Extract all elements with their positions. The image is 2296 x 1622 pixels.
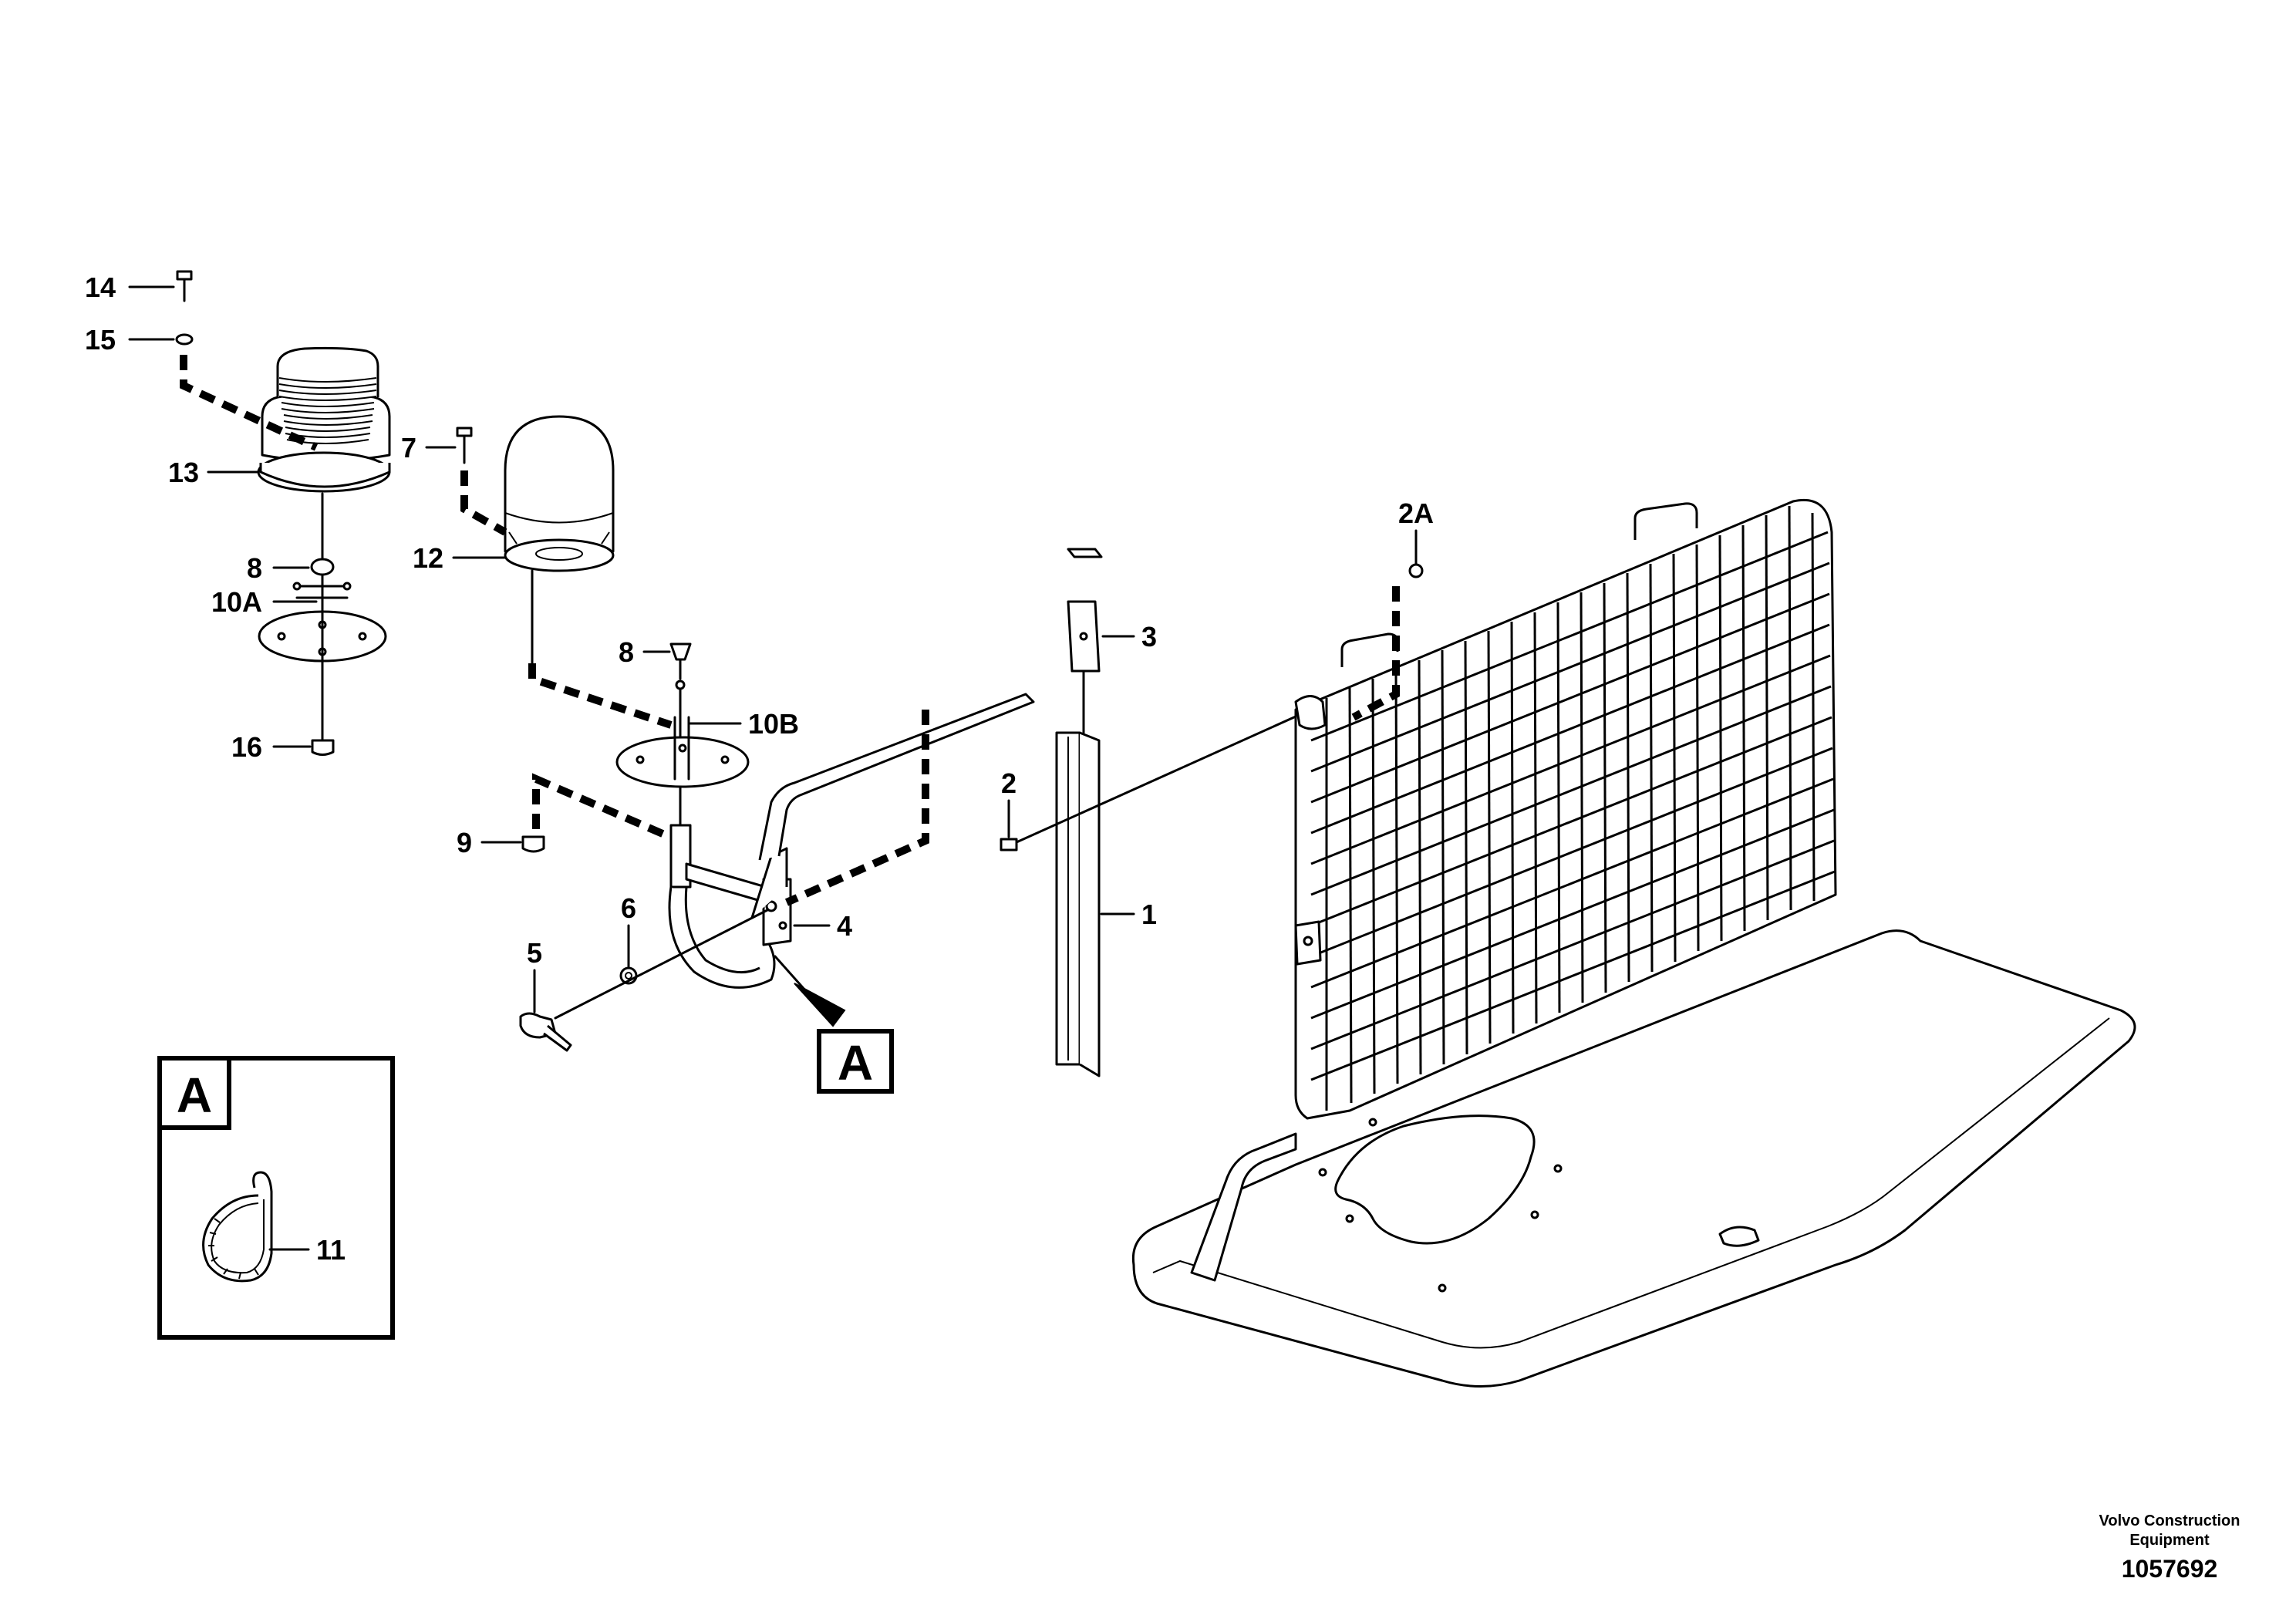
callout-2: 2 xyxy=(1001,767,1017,799)
callout-5: 5 xyxy=(527,937,542,969)
assembly-guide-line-2a xyxy=(1351,586,1400,721)
connector-wires xyxy=(292,582,352,599)
detail-arrow xyxy=(794,983,846,1027)
callout-8b: 8 xyxy=(619,636,634,668)
callout-11: 11 xyxy=(316,1234,346,1266)
callout-3: 3 xyxy=(1141,621,1157,653)
cap-3 xyxy=(1067,548,1103,558)
assembly-guide-line-12 xyxy=(528,663,673,729)
callout-10a: 10A xyxy=(211,586,262,618)
callout-9: 9 xyxy=(457,827,472,858)
document-number: 1057692 xyxy=(2122,1555,2218,1583)
callout-14: 14 xyxy=(85,271,116,303)
grommet-8b xyxy=(669,642,692,661)
axis-line-5-6 xyxy=(554,909,769,1020)
callout-8: 8 xyxy=(247,552,262,584)
bolt-2 xyxy=(1000,838,1018,851)
cable-tie-11 xyxy=(202,1171,273,1283)
mounting-plate-10b xyxy=(615,716,750,788)
detail-inset: A xyxy=(157,1056,395,1340)
callout-15: 15 xyxy=(85,324,116,356)
callout-4: 4 xyxy=(837,910,852,942)
detail-leader xyxy=(774,955,807,993)
bolt-2a xyxy=(1408,563,1424,578)
callout-13: 13 xyxy=(168,457,199,488)
detail-marker-box xyxy=(817,1029,894,1094)
washer-15 xyxy=(175,333,194,346)
bolt-14 xyxy=(176,270,193,302)
nut-16 xyxy=(311,739,335,756)
callout-6: 6 xyxy=(621,892,636,924)
dome-beacon-12 xyxy=(504,415,615,572)
callout-7: 7 xyxy=(401,432,416,464)
callout-12: 12 xyxy=(413,542,443,574)
callout-2a: 2A xyxy=(1398,497,1434,529)
grommet-8 xyxy=(310,558,335,576)
callout-leaders xyxy=(128,285,1418,1251)
inset-letter: A xyxy=(177,1067,212,1123)
mounting-plate-10a xyxy=(258,610,387,663)
assembly-guide-line-4 xyxy=(784,710,929,906)
company-name-line1: Volvo Construction xyxy=(2099,1512,2240,1529)
screw-5 xyxy=(519,1012,572,1052)
bracket-4 xyxy=(668,693,1035,989)
callout-16: 16 xyxy=(231,731,262,763)
company-name-line2: Equipment xyxy=(2129,1532,2210,1549)
rail-1 xyxy=(1055,731,1101,1077)
assembly-guide-line xyxy=(180,355,319,451)
nut-9 xyxy=(521,835,545,853)
axis-line-2 xyxy=(1015,708,1313,844)
assembly-guide-line-9 xyxy=(532,773,680,845)
callout-1: 1 xyxy=(1141,899,1157,930)
rotating-beacon-13 xyxy=(257,346,391,493)
callout-10b: 10B xyxy=(748,708,799,740)
assembly-guide-line-7 xyxy=(460,470,507,536)
protective-cage xyxy=(1131,498,2136,1388)
detail-marker-letter: A xyxy=(838,1035,873,1091)
cover-plate-3 xyxy=(1067,600,1101,673)
bolt-7 xyxy=(456,427,473,464)
